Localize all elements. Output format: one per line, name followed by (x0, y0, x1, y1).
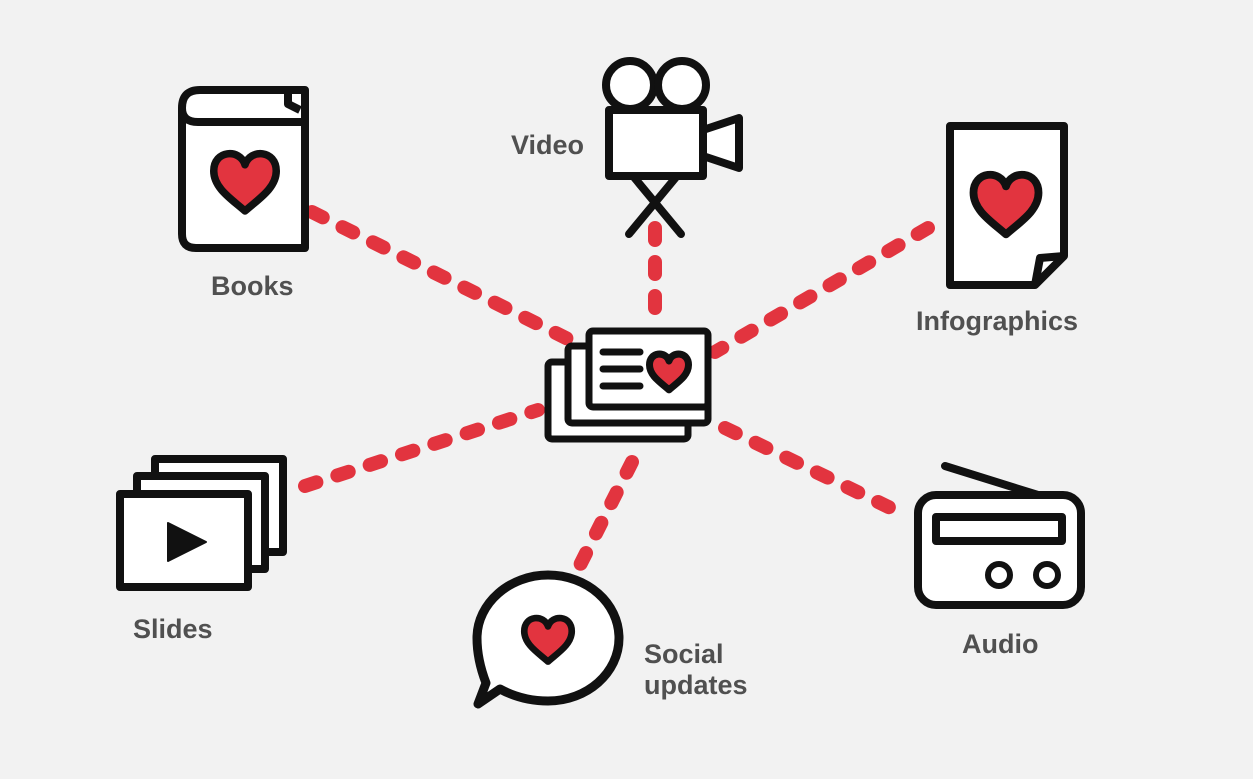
video-camera-icon (602, 57, 743, 238)
document-heart-icon (946, 122, 1068, 289)
label-social-updates: Social updates (644, 639, 748, 701)
slides-play-icon (116, 455, 287, 591)
connector-social (568, 455, 639, 582)
label-books: Books (211, 271, 294, 301)
connector-audio (718, 421, 912, 522)
label-video: Video (511, 130, 585, 160)
label-infographics: Infographics (916, 306, 1079, 336)
book-heart-icon (178, 86, 309, 252)
label-slides: Slides (133, 614, 213, 644)
newspaper-heart-icon (544, 327, 712, 443)
label-social-updates-line2: updates (644, 670, 748, 700)
connector-infographics (708, 221, 935, 359)
connector-slides (298, 403, 545, 493)
connector-books (305, 205, 577, 347)
speech-bubble-heart-icon (472, 570, 624, 709)
connectors (298, 205, 935, 582)
label-social-updates-line1: Social (644, 639, 724, 669)
radio-icon (914, 462, 1085, 609)
label-audio: Audio (962, 629, 1039, 659)
